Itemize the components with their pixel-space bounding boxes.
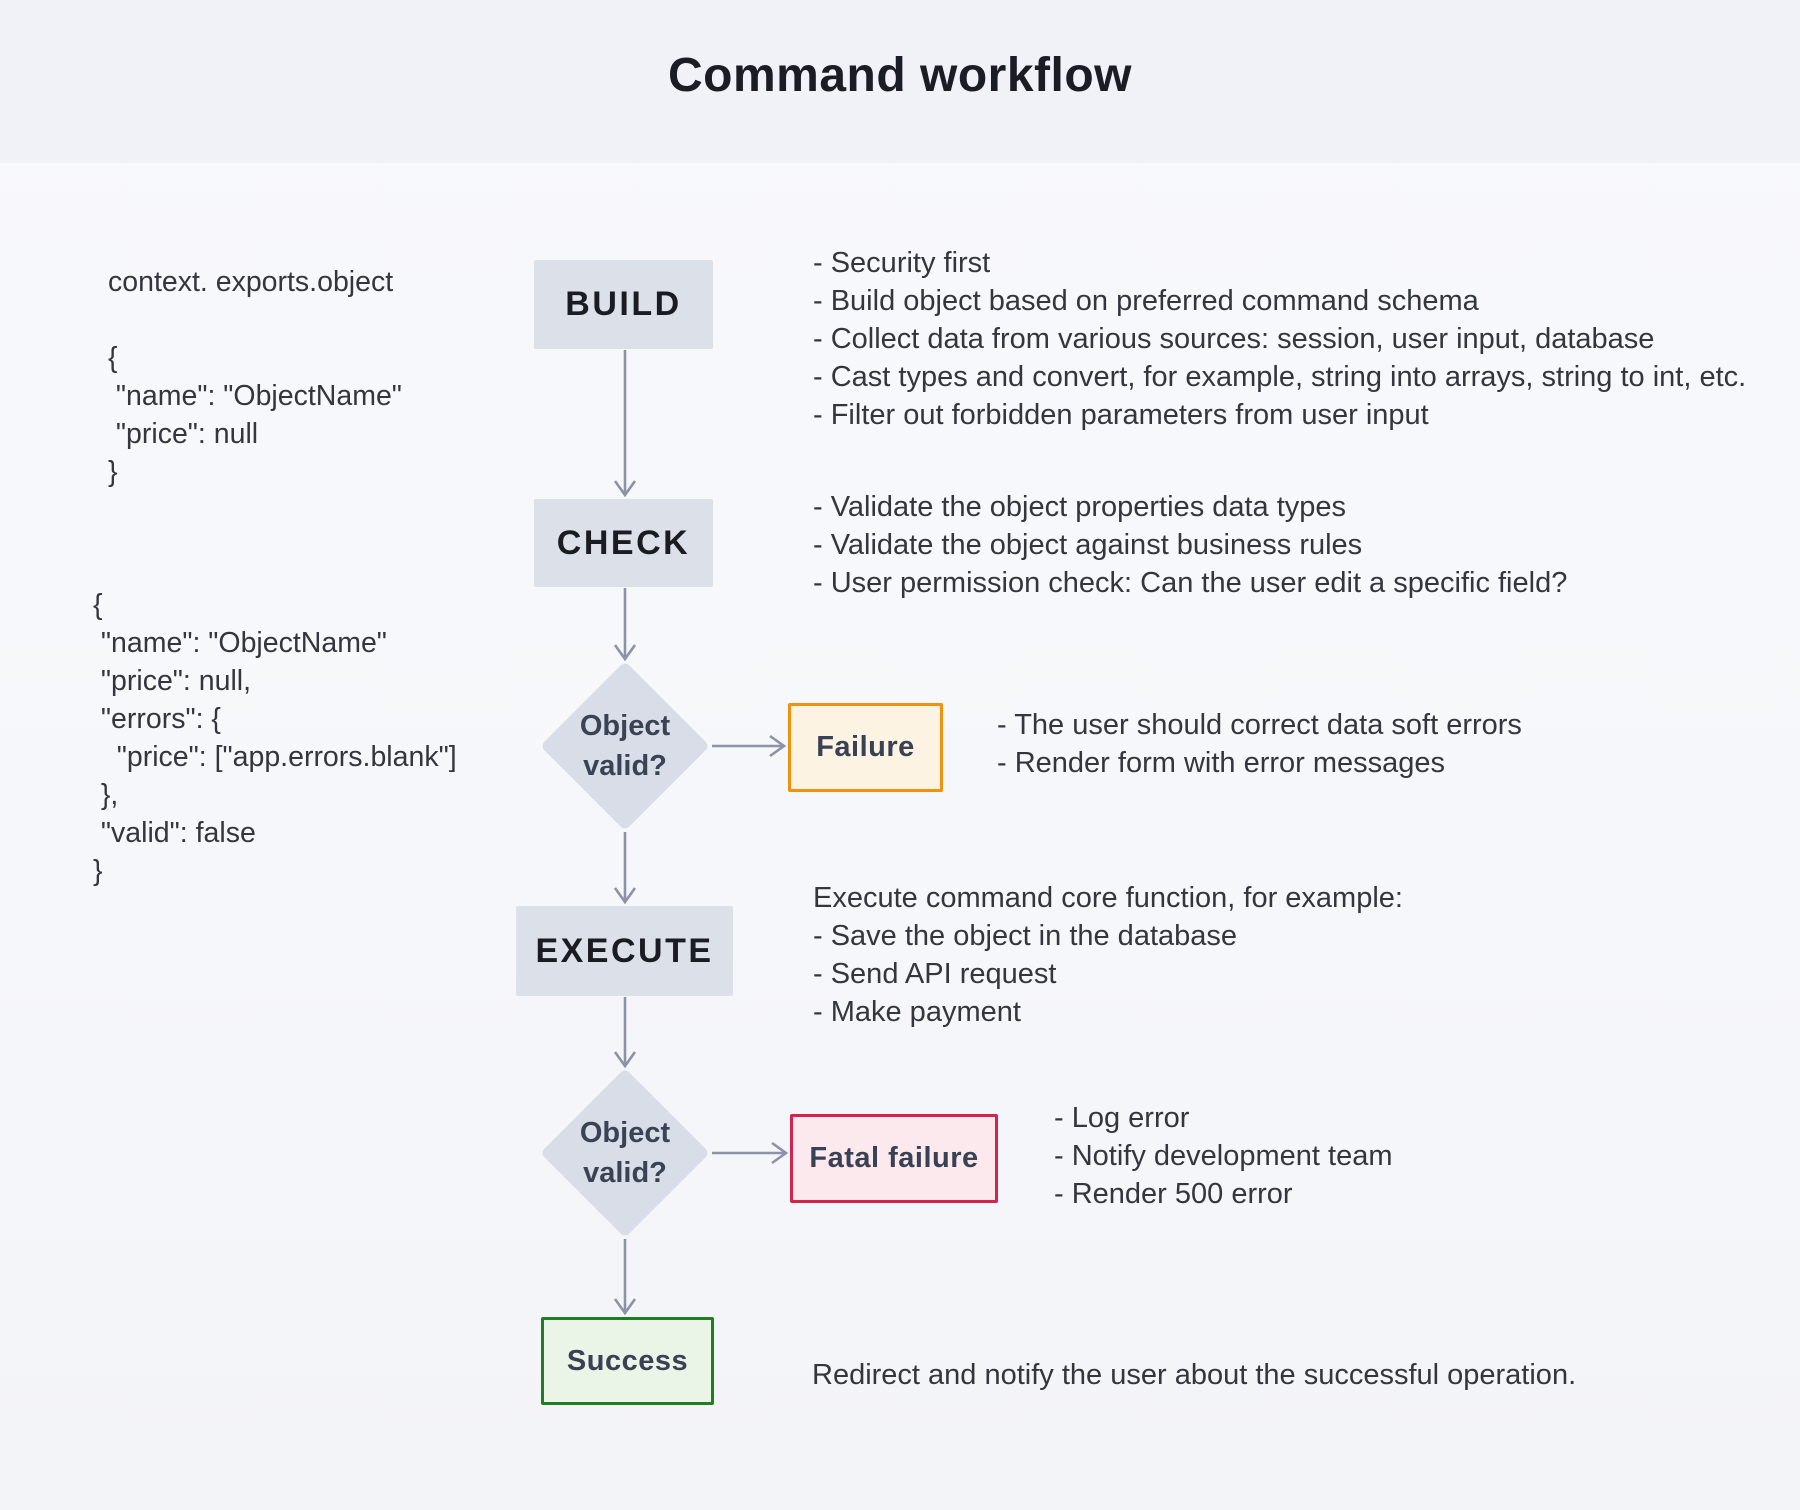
code-snippet-build-input: context. exports.object { "name": "Objec… <box>108 266 402 488</box>
decision-label-line2: valid? <box>583 1157 667 1189</box>
note-line: Execute command core function, for examp… <box>813 882 1403 914</box>
node-check: CHECK <box>534 499 713 587</box>
build-notes: - Security first - Build object based on… <box>813 244 1746 434</box>
note-line: - Filter out forbidden parameters from u… <box>813 399 1429 431</box>
note-line: Redirect and notify the user about the s… <box>812 1359 1577 1391</box>
outcome-success-label: Success <box>566 1344 689 1377</box>
outcome-fatal-failure-label: Fatal failure <box>809 1142 979 1174</box>
note-line: - Render form with error messages <box>997 747 1446 779</box>
node-build-label: BUILD <box>565 285 682 323</box>
outcome-failure: Failure <box>788 703 943 792</box>
failure-notes: - The user should correct data soft erro… <box>997 706 1522 782</box>
header-band <box>0 0 1800 163</box>
note-line: - Notify development team <box>1054 1140 1393 1172</box>
decision-label-line1: Object <box>579 1117 671 1149</box>
outcome-failure-label: Failure <box>816 731 915 763</box>
note-line: - Render 500 error <box>1054 1178 1293 1210</box>
outcome-success: Success <box>541 1317 714 1405</box>
note-line: - Collect data from various sources: ses… <box>813 323 1655 355</box>
decision-after-execute-label: Object valid? <box>540 1068 710 1238</box>
note-line: - Security first <box>813 247 991 279</box>
note-line: - User permission check: Can the user ed… <box>813 567 1568 599</box>
note-line: - Build object based on preferred comman… <box>813 285 1479 317</box>
success-note: Redirect and notify the user about the s… <box>812 1356 1576 1394</box>
execute-notes: Execute command core function, for examp… <box>813 879 1403 1031</box>
note-line: - Make payment <box>813 996 1021 1028</box>
note-line: - Log error <box>1054 1102 1190 1134</box>
decision-after-check-label: Object valid? <box>540 661 710 831</box>
note-line: - Send API request <box>813 958 1057 990</box>
fatal-failure-notes: - Log error - Notify development team - … <box>1054 1099 1392 1213</box>
outcome-fatal-failure: Fatal failure <box>790 1114 998 1203</box>
note-line: - The user should correct data soft erro… <box>997 709 1522 741</box>
page-title: Command workflow <box>667 49 1133 102</box>
note-line: - Cast types and convert, for example, s… <box>813 361 1747 393</box>
node-build: BUILD <box>534 260 713 349</box>
check-notes: - Validate the object properties data ty… <box>813 488 1567 602</box>
node-execute: EXECUTE <box>516 906 733 996</box>
note-line: - Validate the object against business r… <box>813 529 1363 561</box>
node-check-label: CHECK <box>556 523 691 562</box>
decision-label-line1: Object <box>579 710 671 742</box>
code-snippet-check-output: { "name": "ObjectName" "price": null, "e… <box>93 589 457 887</box>
note-line: - Validate the object properties data ty… <box>813 491 1347 523</box>
node-execute-label: EXECUTE <box>535 931 714 970</box>
decision-label-line2: valid? <box>583 750 667 782</box>
note-line: - Save the object in the database <box>813 920 1238 952</box>
